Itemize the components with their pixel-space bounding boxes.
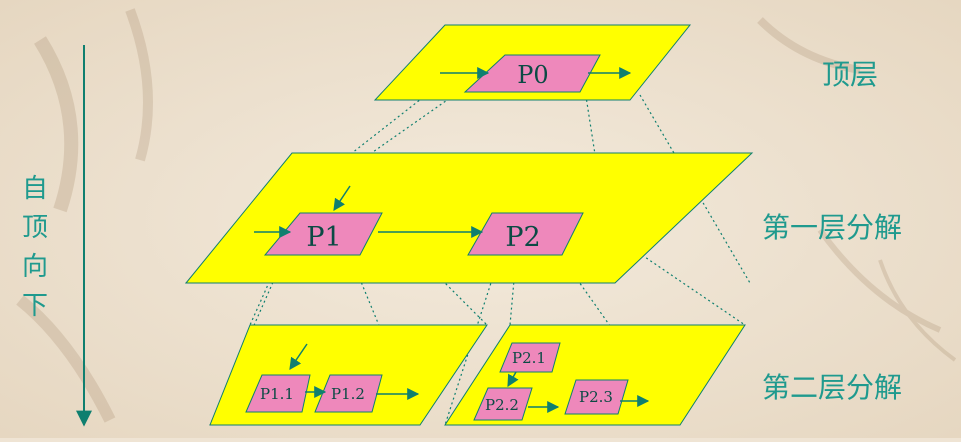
process-p2 [467, 212, 584, 256]
process-p2-3-label: P2.3 [579, 388, 613, 406]
process-p1 [263, 212, 383, 256]
side-text-char-4: 下 [22, 291, 49, 321]
process-p2-3 [564, 379, 629, 415]
process-p0 [463, 54, 601, 93]
label-second-level: 第二层分解 [762, 371, 903, 404]
flow-into-p1-1 [289, 343, 308, 370]
process-p1-2-label: P1.2 [331, 385, 365, 403]
process-p0-label: P0 [517, 61, 548, 89]
side-text-char-2: 顶 [22, 213, 49, 243]
background-texture [16, 8, 957, 423]
process-p2-1 [499, 342, 561, 373]
process-p2-1-label: P2.1 [512, 349, 546, 367]
process-p1-1-label: P1.1 [260, 385, 294, 403]
process-p2-2 [473, 387, 533, 421]
process-p2-label: P2 [505, 222, 540, 253]
flow-p2-1-to-p2-2 [507, 371, 519, 388]
side-text-char-3: 向 [22, 252, 49, 282]
label-first-level: 第一层分解 [762, 211, 903, 244]
process-p1-1 [245, 374, 311, 413]
process-p1-2 [314, 374, 383, 413]
process-p1-label: P1 [306, 222, 341, 253]
side-text-char-1: 自 [22, 174, 49, 204]
process-p2-2-label: P2.2 [485, 396, 519, 414]
flow-into-p1-top [333, 185, 351, 211]
label-top-level: 顶层 [822, 58, 879, 91]
